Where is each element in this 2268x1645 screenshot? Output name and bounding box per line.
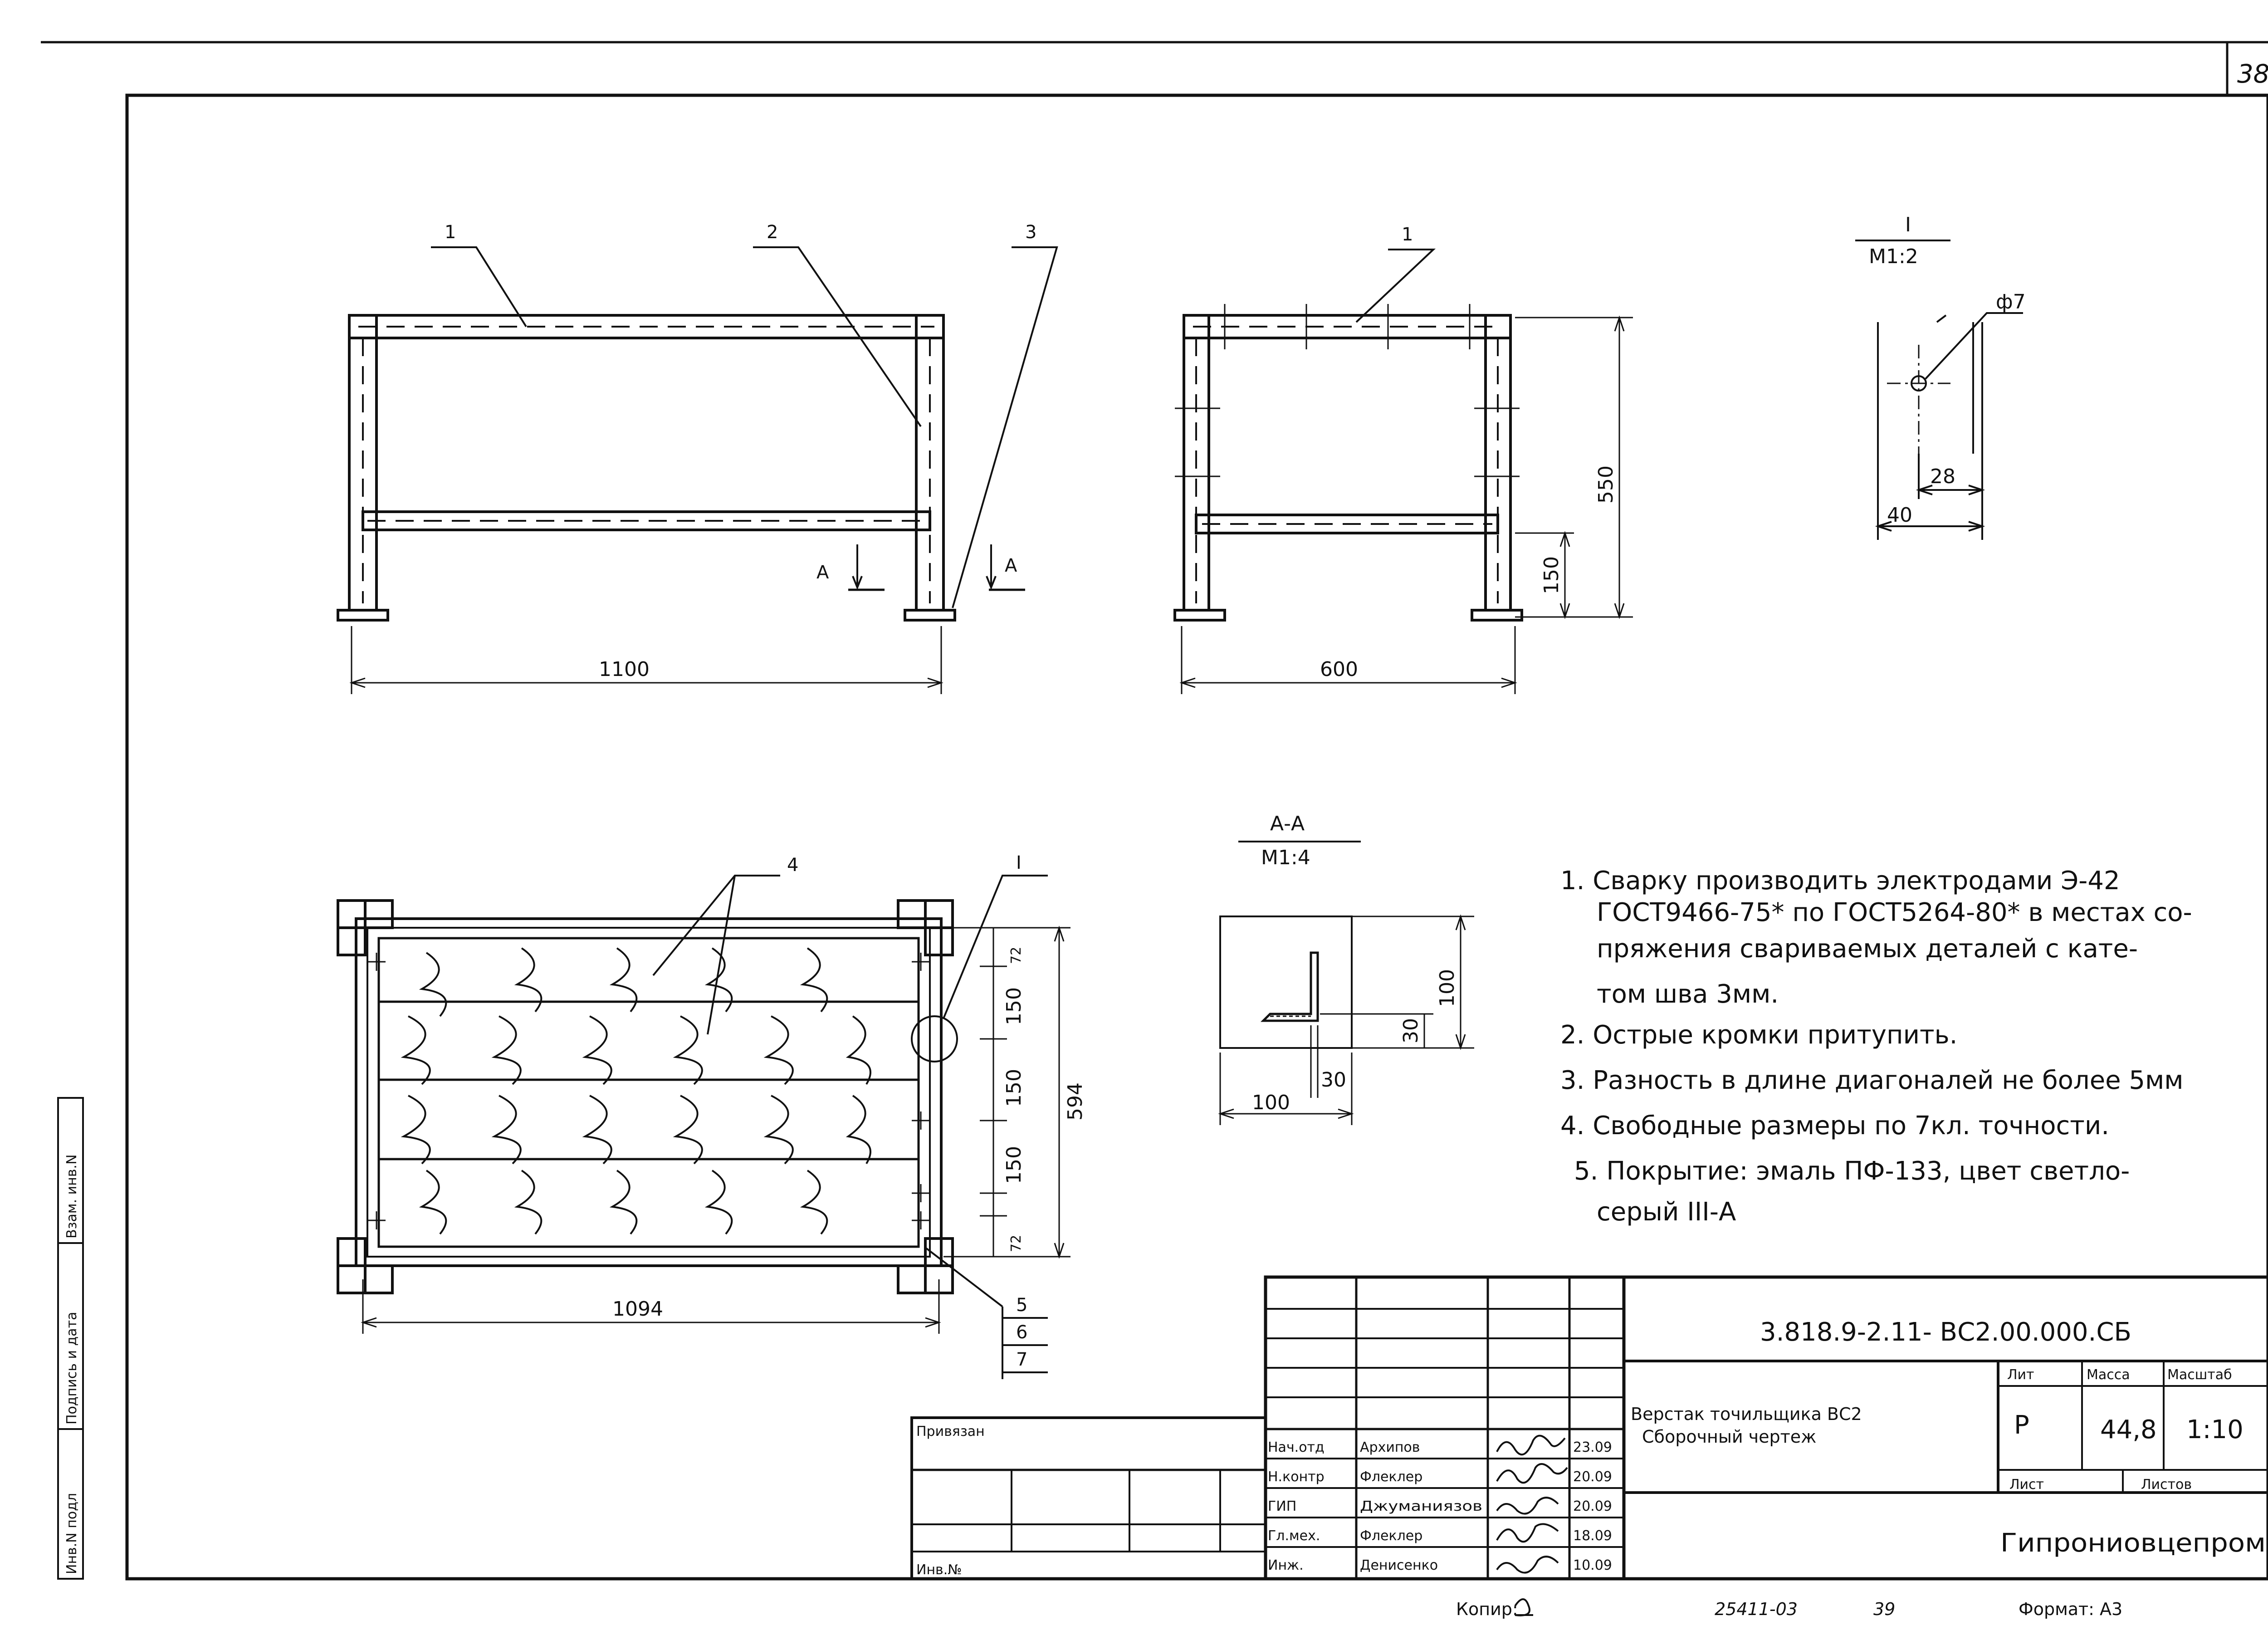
detail-I-view (1855, 240, 2023, 540)
plan-label-5: 5 (1016, 1295, 1027, 1316)
side-view (1173, 249, 1633, 694)
plan-spacing-150-b: 150 (1002, 1069, 1026, 1107)
title-name-line2: Сборочный чертеж (1642, 1427, 1816, 1447)
front-label-2: 2 (767, 222, 778, 243)
section-AA-title: А-А (1270, 812, 1305, 835)
sheet-number: 38 (2237, 59, 2268, 89)
section-AA-view (1218, 841, 1474, 1125)
front-label-1: 1 (445, 222, 456, 243)
staff-role-1: Нач.отд (1268, 1439, 1325, 1455)
section-mark-left: А (816, 562, 829, 583)
detail-I-dim-28: 28 (1930, 465, 1955, 488)
front-width-dim: 1100 (599, 658, 650, 681)
scale-value: 1:10 (2186, 1415, 2244, 1444)
footer-format: Формат: А3 (2019, 1599, 2122, 1619)
plan-label-4: 4 (787, 855, 798, 876)
plan-label-7: 7 (1016, 1349, 1027, 1370)
front-view (337, 246, 1058, 694)
staff-name-2: Флеклер (1360, 1469, 1422, 1485)
note-line-3: пряжения свариваемых деталей с кате- (1597, 934, 2138, 964)
mass-value: 44,8 (2100, 1415, 2157, 1444)
section-AA-dim-30-h: 30 (1321, 1068, 1346, 1092)
plan-view (337, 875, 1070, 1379)
footer-page: 39 (1873, 1599, 1895, 1619)
plan-spacing-72-top: 72 (1008, 947, 1024, 964)
title-name-line1: Верстак точильщика ВС2 (1631, 1404, 1862, 1424)
detail-I-scale: M1:2 (1869, 245, 1918, 268)
staff-rows: Нач.отд Архипов 23.09 Н.контр Флеклер 20… (1268, 1439, 1612, 1573)
note-line-6: 3. Разность в длине диагоналей не более … (1560, 1066, 2184, 1095)
stamp-inv-podl: Инв.N подл (64, 1493, 80, 1574)
organization-name: Гипрониовцепром (2000, 1528, 2266, 1558)
staff-role-2: Н.контр (1268, 1469, 1325, 1485)
kopiroval-signature (1514, 1598, 1533, 1616)
lit-value: Р (2014, 1410, 2029, 1440)
side-label-1: 1 (1402, 224, 1413, 245)
footer-order-no: 25411-03 (1715, 1599, 1798, 1619)
stamp-signature-date: Подпись и дата (64, 1312, 80, 1425)
staff-name-5: Денисенко (1360, 1557, 1438, 1573)
title-designation: 3.818.9-2.11- ВС2.00.000.СБ (1760, 1317, 2131, 1347)
side-stamp: Инв.N подл Подпись и дата Взам. инв.N (57, 1097, 84, 1580)
plan-spacing-150-a: 150 (1002, 987, 1026, 1025)
section-mark-right: А (1005, 555, 1017, 576)
note-line-1: 1. Сварку производить электродами Э-42 (1560, 866, 2120, 896)
side-width-dim: 600 (1320, 658, 1358, 681)
signatures (1496, 1434, 1568, 1574)
plan-height-dim: 594 (1064, 1082, 1087, 1121)
title-block (910, 1275, 2268, 1581)
technical-notes: 1. Сварку производить электродами Э-42 Г… (1560, 866, 2192, 1227)
staff-role-5: Инж. (1268, 1557, 1304, 1573)
section-AA-dim-100-h: 100 (1252, 1091, 1290, 1114)
staff-role-4: Гл.мех. (1268, 1528, 1320, 1544)
plan-spacing-150-c: 150 (1002, 1146, 1026, 1184)
staff-date-3: 20.09 (1573, 1498, 1612, 1514)
section-AA-dim-30-v: 30 (1399, 1018, 1422, 1043)
col-header-mass: Масса (2087, 1367, 2130, 1383)
privyazan-label: Привязан (916, 1424, 985, 1439)
detail-I-hole: ф7 (1996, 290, 2026, 313)
plan-label-6: 6 (1016, 1322, 1027, 1343)
front-label-3: 3 (1025, 222, 1036, 243)
staff-name-3: Джуманиязов (1360, 1498, 1482, 1514)
note-line-7: 4. Свободные размеры по 7кл. точности. (1560, 1111, 2109, 1141)
note-line-8: 5. Покрытие: эмаль ПФ-133, цвет светло- (1574, 1156, 2130, 1186)
drawing-frame (125, 93, 2268, 1581)
col-header-lit: Лит (2007, 1367, 2034, 1383)
note-line-4: том шва 3мм. (1597, 979, 1779, 1009)
stamp-vzam-inv: Взам. инв.N (64, 1155, 80, 1239)
staff-name-4: Флеклер (1360, 1528, 1422, 1544)
plan-detail-mark-I: I (1016, 852, 1022, 873)
footer-kopiroval: Копир: (1456, 1599, 1518, 1619)
staff-role-3: ГИП (1268, 1498, 1296, 1514)
sheet-label: Лист (2009, 1477, 2044, 1493)
side-lower-dim: 150 (1540, 556, 1563, 594)
plan-spacing-72-bottom: 72 (1008, 1235, 1024, 1252)
note-line-2: ГОСТ9466-75* по ГОСТ5264-80* в местах со… (1597, 898, 2192, 927)
sheets-label: Листов (2141, 1477, 2192, 1493)
note-line-5: 2. Острые кромки притупить. (1560, 1020, 1957, 1050)
note-line-9: серый III-А (1597, 1197, 1736, 1227)
inv-no-label: Инв.№ (916, 1562, 962, 1578)
detail-I-dim-40: 40 (1887, 504, 1912, 527)
detail-I-title: I (1905, 213, 1911, 236)
plan-width-dim: 1094 (612, 1297, 663, 1321)
staff-date-5: 10.09 (1573, 1557, 1612, 1573)
staff-name-1: Архипов (1360, 1439, 1420, 1455)
staff-date-2: 20.09 (1573, 1469, 1612, 1485)
staff-date-4: 18.09 (1573, 1528, 1612, 1544)
col-header-scale: Масштаб (2167, 1367, 2232, 1383)
section-AA-dim-100-v: 100 (1436, 969, 1459, 1007)
section-AA-scale: M1:4 (1261, 846, 1310, 869)
staff-date-1: 23.09 (1573, 1439, 1612, 1455)
side-height-dim: 550 (1594, 465, 1618, 504)
